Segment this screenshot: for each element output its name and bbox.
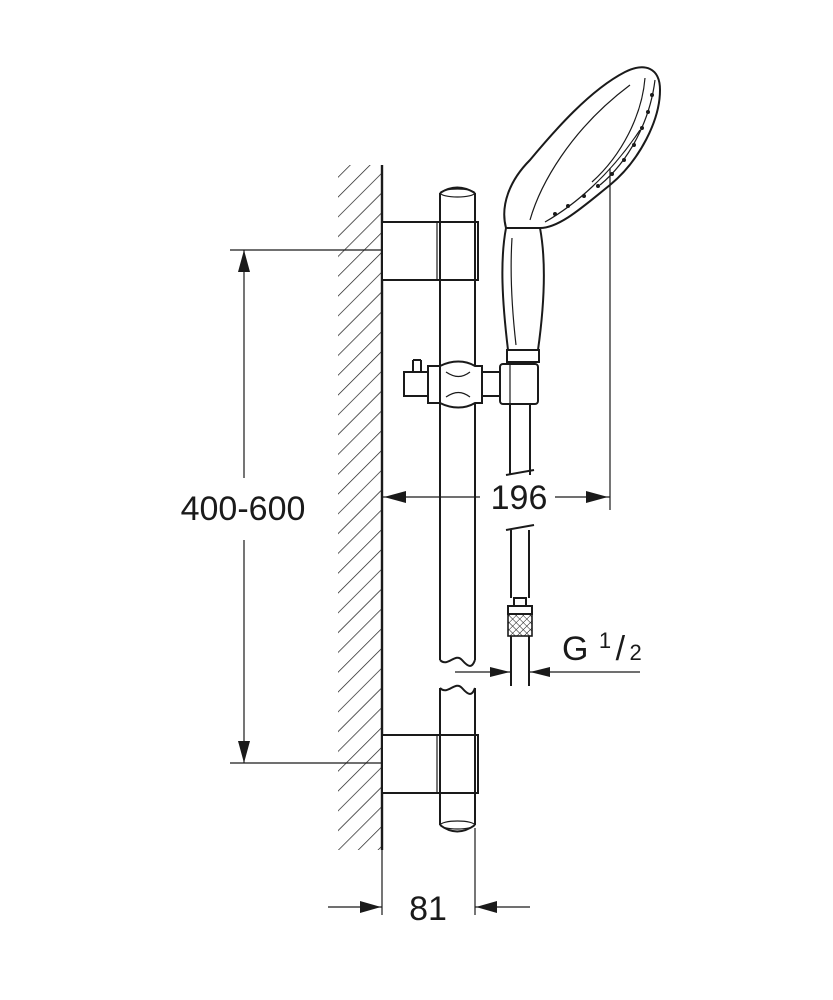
sliding-holder: [403, 359, 539, 409]
height-range-label: 400-600: [181, 490, 306, 528]
thread-dimension: G 1 / 2: [455, 628, 642, 677]
shower-rail-lower: [439, 684, 476, 833]
arrow-right-thread: [490, 667, 510, 677]
arrow-right: [586, 491, 608, 503]
arrow-left-thread: [530, 667, 550, 677]
wall-hatching: [338, 165, 382, 850]
hand-shower: [501, 66, 662, 363]
projection-label: 196: [491, 479, 548, 517]
projection-dimension: 196: [382, 168, 611, 517]
upper-wall-bracket: [381, 221, 479, 281]
arrow-left: [384, 491, 406, 503]
height-dimension: 400-600: [181, 249, 382, 764]
arrow-left-depth: [476, 901, 497, 913]
shower-rail-upper: [439, 186, 476, 667]
spray-face: [553, 93, 654, 216]
depth-dimension: 81: [328, 828, 530, 928]
wall: [338, 165, 384, 850]
arrow-down: [238, 741, 250, 763]
depth-label: 81: [409, 890, 447, 928]
lower-wall-bracket: [381, 734, 479, 794]
arrow-right-depth: [360, 901, 381, 913]
thread-label: G 1 / 2: [562, 628, 642, 668]
shower-hose: [505, 404, 535, 598]
arrow-up: [238, 250, 250, 272]
hose-connector: [507, 597, 533, 686]
